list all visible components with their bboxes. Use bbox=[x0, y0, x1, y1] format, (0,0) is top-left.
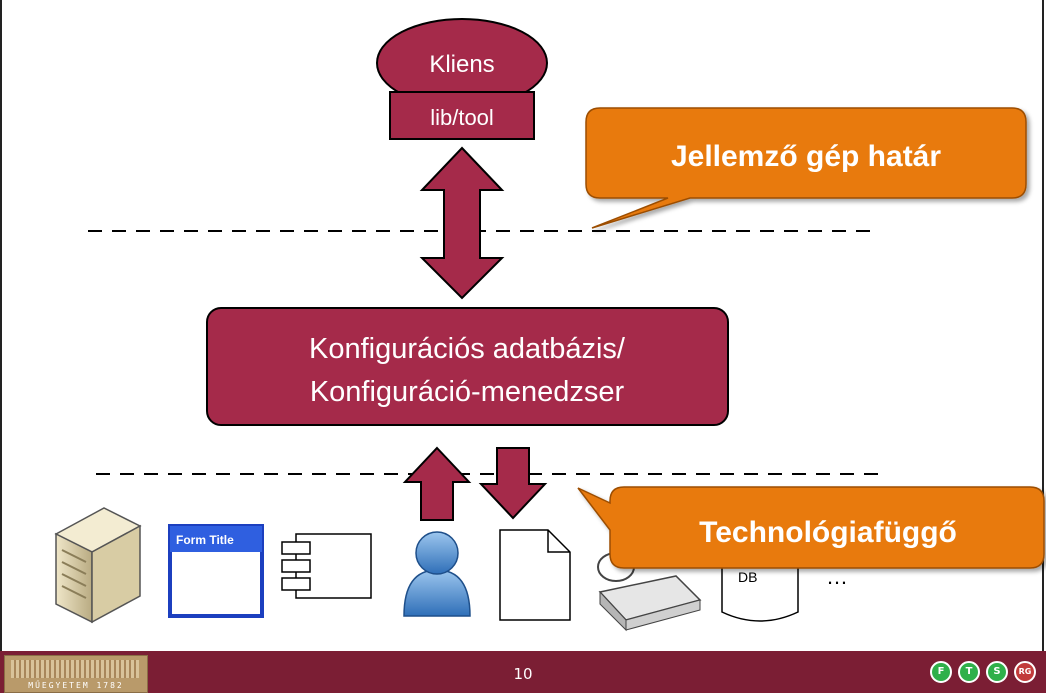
config-box-line2: Konfiguráció-menedzser bbox=[310, 376, 625, 408]
ftsrg-logo: F T S RG bbox=[930, 659, 1040, 687]
slide-frame bbox=[0, 0, 1044, 651]
form-title-label: Form Title bbox=[176, 533, 234, 547]
component-icon bbox=[281, 533, 372, 599]
ftsrg-rg-badge: RG bbox=[1014, 661, 1036, 683]
client-node: Kliens lib/tool bbox=[376, 18, 548, 140]
document-icon bbox=[499, 529, 571, 621]
client-lib-box bbox=[389, 91, 535, 140]
client-title: Kliens bbox=[429, 51, 494, 78]
bme-logo-caption: MŰEGYETEM 1782 bbox=[28, 681, 124, 690]
config-box-line1: Konfigurációs adatbázis/ bbox=[309, 333, 626, 365]
page-number: 10 bbox=[513, 665, 533, 683]
footer-bar: MŰEGYETEM 1782 10 F T S RG bbox=[0, 651, 1046, 693]
person-icon bbox=[403, 531, 471, 617]
form-window-icon: Form Title bbox=[168, 524, 264, 618]
callout-machine-boundary bbox=[585, 107, 1027, 229]
ftsrg-t-badge: T bbox=[958, 661, 980, 683]
ftsrg-s-badge: S bbox=[986, 661, 1008, 683]
up-arrow bbox=[402, 446, 472, 521]
callout-machine-boundary-text: Jellemző gép határ bbox=[671, 140, 941, 173]
ftsrg-f-badge: F bbox=[930, 661, 952, 683]
client-lib-label: lib/tool bbox=[430, 105, 494, 130]
double-arrow bbox=[419, 146, 505, 300]
database-label: DB bbox=[738, 569, 757, 585]
callout-technology bbox=[577, 486, 1045, 569]
more-ellipsis: … bbox=[826, 564, 848, 589]
config-box bbox=[206, 307, 729, 426]
down-arrow bbox=[478, 447, 548, 520]
server-icon bbox=[54, 507, 142, 624]
diagram-canvas: Kliens lib/tool Jellemző gép határ Konfi… bbox=[54, 18, 1045, 632]
bme-building-graphic bbox=[11, 660, 139, 678]
database-icon: DB bbox=[721, 560, 799, 622]
callout-technology-text: Technológiafüggő bbox=[699, 516, 957, 549]
